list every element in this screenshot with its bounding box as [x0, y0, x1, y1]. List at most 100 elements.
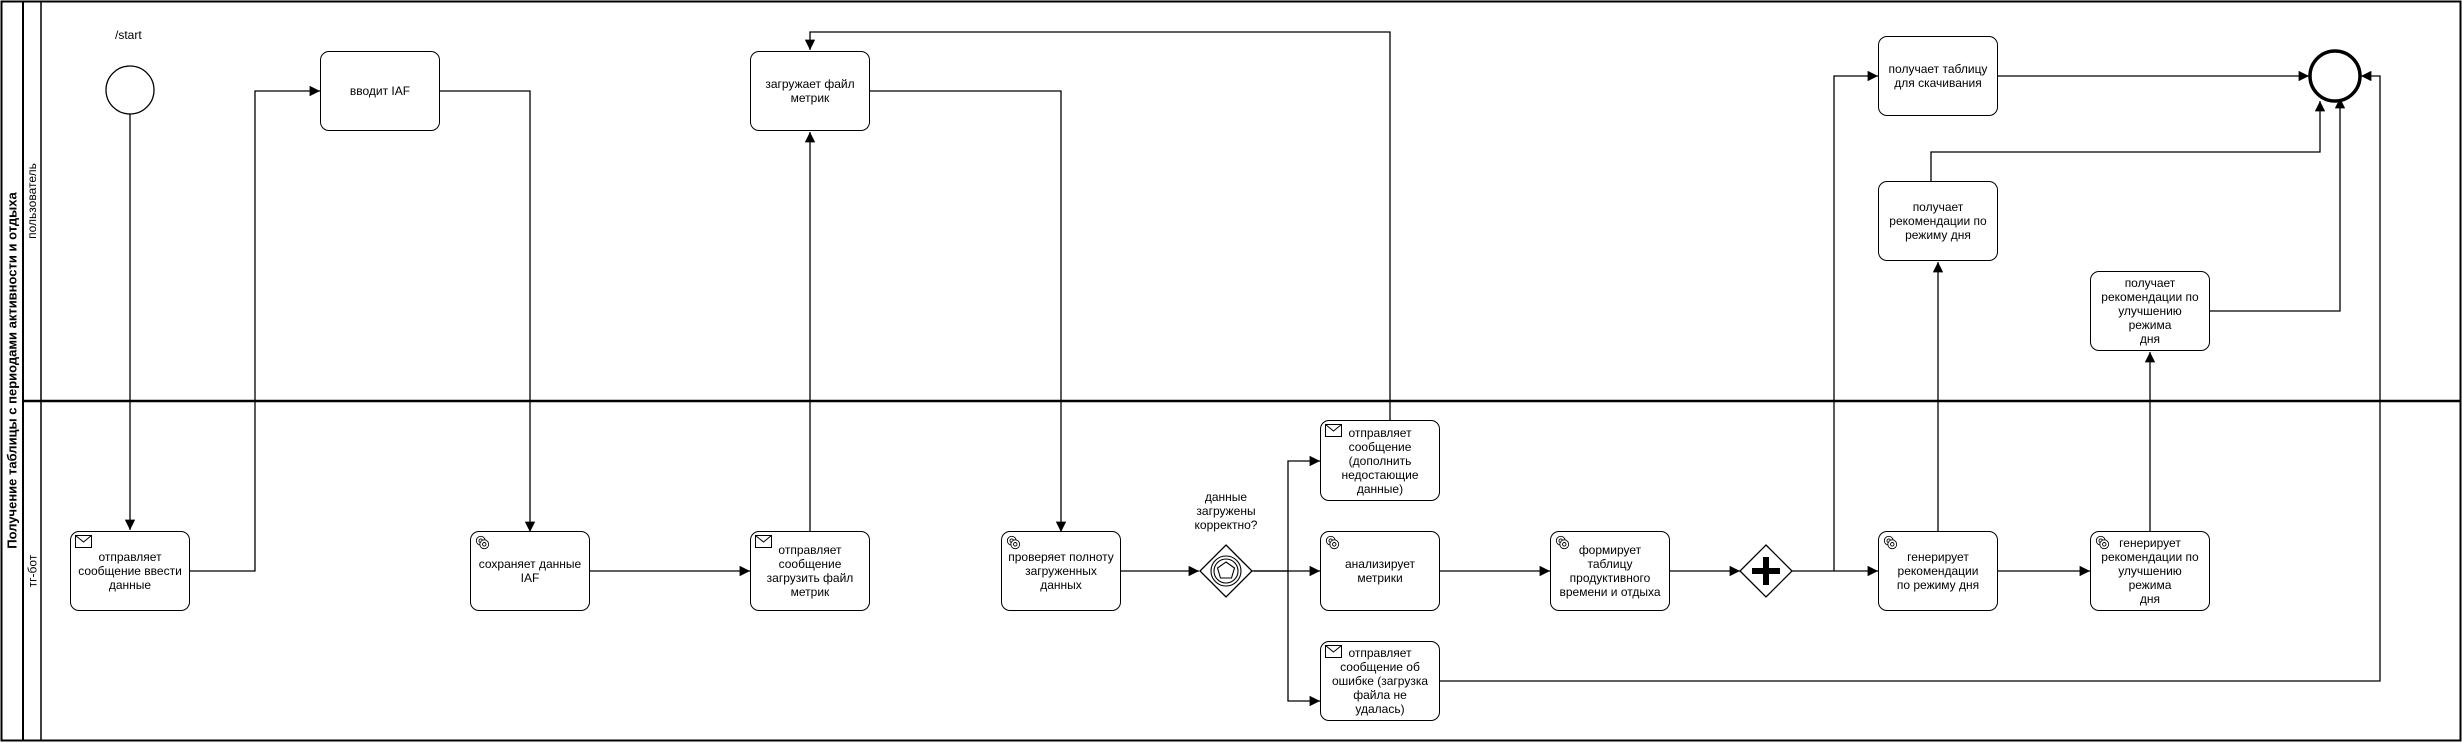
- task-label-line: (дополнить: [1348, 453, 1412, 468]
- task-label-line: сохраняет данные: [478, 557, 582, 571]
- task-label-line: данные: [108, 578, 152, 592]
- envelope-icon: [755, 535, 772, 548]
- envelope-icon: [75, 535, 92, 548]
- task-label-line: IAF: [520, 571, 540, 585]
- task-label-line: времени и отдыха: [1559, 585, 1661, 599]
- task-label-line: формирует таблицу: [1578, 543, 1642, 571]
- flow-parallel-to-get-table: [1833, 70, 1878, 571]
- task-label-line: продуктивного: [1569, 571, 1651, 585]
- task-label-line: файла не удалась): [1353, 688, 1407, 716]
- task-label-line: рекомендации по: [2101, 290, 2199, 304]
- gear-icon: [1555, 535, 1570, 550]
- task-label-line: отправляет: [98, 550, 162, 564]
- task-label-line: рекомендации по: [1889, 214, 1987, 228]
- start-event: [105, 65, 155, 115]
- task-label-line: режиму дня: [1905, 228, 1971, 242]
- task-label-line: рекомендации по: [2101, 550, 2199, 564]
- task-enter-iaf: вводит IAF: [320, 51, 440, 131]
- task-label-line: улучшению режима: [2118, 304, 2182, 332]
- task-label-line: сообщение: [778, 557, 842, 571]
- task-label-line: ошибке (загрузка: [1331, 674, 1429, 688]
- flow-get-rec-day-to-end: [1930, 101, 2326, 181]
- flow-missing-to-upload-file: [804, 31, 1391, 420]
- flow-send-input-to-enter-iaf: [190, 85, 320, 572]
- flow-gateway-to-error: [1287, 571, 1320, 707]
- task-label-line: анализирует: [1344, 557, 1416, 571]
- pool-title: Получение таблицы с периодами активности…: [4, 192, 20, 549]
- gear-icon: [1883, 535, 1898, 550]
- task-label-line: проверяет полноту: [1008, 550, 1114, 564]
- task-label-line: загружает файл: [765, 77, 855, 91]
- task-label-line: метрик: [790, 585, 830, 599]
- task-label-line: отправляет: [1348, 425, 1412, 440]
- task-label-line: дня: [2139, 592, 2161, 606]
- task-label-line: данные): [1356, 481, 1404, 496]
- envelope-icon: [1325, 645, 1342, 658]
- task-label-line: загрузить файл: [766, 571, 854, 585]
- end-event: [2308, 49, 2362, 103]
- gear-icon: [1006, 535, 1021, 550]
- task-label-line: получает: [2124, 276, 2176, 290]
- task-label-line: дня: [2139, 332, 2161, 346]
- task-label-line: по режиму дня: [1896, 578, 1980, 592]
- task-label-line: метрики: [1357, 571, 1403, 585]
- task-label-line: сообщение ввести: [78, 564, 182, 578]
- task-label-line: улучшению режима: [2118, 564, 2182, 592]
- task-label-line: загруженных данных: [1025, 564, 1097, 592]
- task-label-line: сообщение: [1348, 439, 1412, 454]
- task-label-line: для скачивания: [1894, 76, 1982, 90]
- task-label-line: вводит IAF: [349, 84, 411, 98]
- task-label-line: генерирует: [2119, 536, 2181, 550]
- task-label: вводит IAF: [350, 84, 410, 98]
- task-label-line: получает: [1912, 200, 1964, 214]
- flow-get-improve-to-end: [2210, 98, 2346, 312]
- parallel-gateway: [1739, 544, 1793, 598]
- flow-enter-iaf-to-save-iaf: [440, 90, 536, 532]
- task-label-line: получает таблицу: [1888, 62, 1988, 76]
- task-label-line: отправляет: [778, 543, 842, 557]
- gear-icon: [1325, 535, 1340, 550]
- flow-upload-file-to-check: [870, 90, 1067, 532]
- gateway-label: данные загружены корректно?: [1194, 490, 1258, 532]
- flow-error-to-end: [1440, 70, 2381, 682]
- gear-icon: [2095, 535, 2110, 550]
- task-label-line: сообщение об: [1340, 660, 1420, 674]
- lane-label-user: пользователь: [25, 163, 39, 239]
- envelope-icon: [1325, 424, 1342, 437]
- task-label-line: генерирует: [1907, 550, 1969, 564]
- task-label-line: метрик: [790, 91, 830, 105]
- start-event-label: /start: [115, 28, 142, 42]
- lane-label-bot: тг-бот: [25, 554, 39, 588]
- event-gateway: [1199, 544, 1253, 598]
- gear-icon: [475, 535, 490, 550]
- task-label-line: недостающие: [1341, 467, 1419, 482]
